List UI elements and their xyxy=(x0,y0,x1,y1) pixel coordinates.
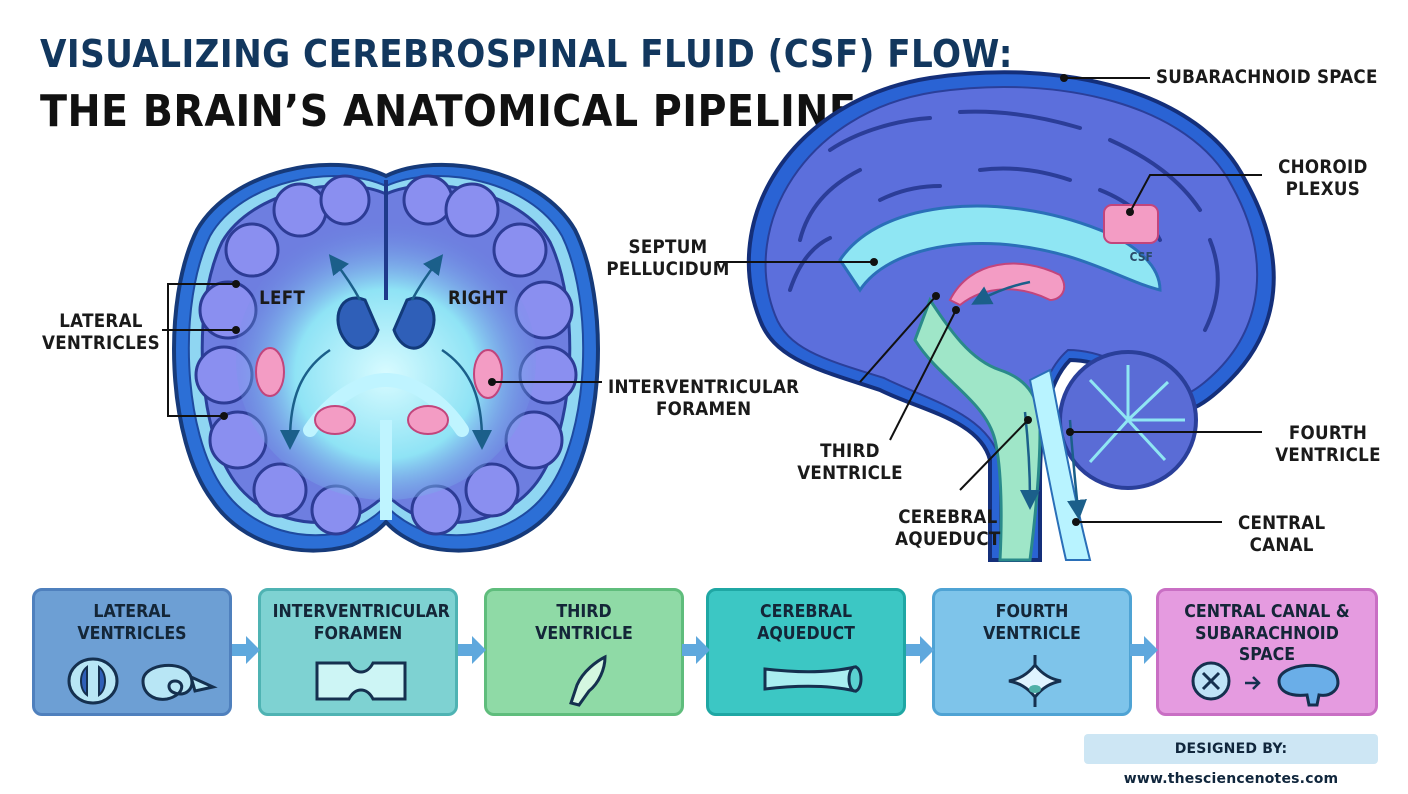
third-ventricle-icon xyxy=(569,654,607,707)
flow-arrow xyxy=(682,636,710,664)
cerebral-aqueduct-label: CEREBRAL AQUEDUCT xyxy=(895,506,1001,551)
csf-tag: CSF xyxy=(1129,250,1154,264)
foramen-icon xyxy=(315,661,407,701)
anatomy-illustration xyxy=(162,70,1276,562)
sagittal-brain xyxy=(746,70,1276,562)
flow-step-label: CENTRAL CANAL & SUBARACHNOID SPACE xyxy=(1184,601,1350,666)
right-side-label: RIGHT xyxy=(448,287,508,309)
designer-credit: DESIGNED BY: www.thesciencenotes.com xyxy=(1084,734,1378,787)
flow-arrow xyxy=(906,636,934,664)
flow-step-lateral-ventricles: LATERAL VENTRICLES xyxy=(32,588,232,716)
flow-step-central-canal-subarachnoid: CENTRAL CANAL & SUBARACHNOID SPACE xyxy=(1156,588,1378,716)
fourth-ventricle-label: FOURTH VENTRICLE xyxy=(1275,422,1381,467)
lateral-ventricles-icon xyxy=(67,657,218,705)
flow-arrow xyxy=(458,636,486,664)
third-ventricle-label: THIRD VENTRICLE xyxy=(797,440,903,485)
flow-step-cerebral-aqueduct: CEREBRAL AQUEDUCT xyxy=(706,588,906,716)
flow-arrow xyxy=(232,636,260,664)
choroid-plexus-label: CHOROID PLEXUS xyxy=(1278,156,1368,201)
central-canal-label: CENTRAL CANAL xyxy=(1237,512,1326,557)
title-line-2: THE BRAIN’S ANATOMICAL PIPELINE xyxy=(40,86,857,137)
interventricular-foramen-label: INTERVENTRICULAR FORAMEN xyxy=(608,376,800,421)
flow-arrow xyxy=(1130,636,1158,664)
title-line-1: VISUALIZING CEREBROSPINAL FLUID (CSF) FL… xyxy=(40,32,1013,76)
flow-step-label: CEREBRAL AQUEDUCT xyxy=(757,601,855,644)
aqueduct-icon xyxy=(763,665,863,693)
flow-step-third-ventricle: THIRD VENTRICLE xyxy=(484,588,684,716)
lateral-ventricles-label: LATERAL VENTRICLES xyxy=(42,310,160,355)
sagittal-leader-lines xyxy=(716,77,1262,523)
fourth-ventricle-icon xyxy=(1008,655,1062,707)
septum-pellucidum-label: SEPTUM PELLUCIDUM xyxy=(606,236,730,281)
coronal-brain xyxy=(172,162,600,553)
flow-step-label: THIRD VENTRICLE xyxy=(535,601,633,644)
coronal-leader-lines xyxy=(162,283,602,417)
subarachnoid-space-label: SUBARACHNOID SPACE xyxy=(1156,66,1378,88)
flow-step-label: FOURTH VENTRICLE xyxy=(983,601,1081,644)
flow-step-label: INTERVENTRICULAR FORAMEN xyxy=(272,601,450,644)
flow-step-fourth-ventricle: FOURTH VENTRICLE xyxy=(932,588,1132,716)
flow-step-label: LATERAL VENTRICLES xyxy=(77,601,187,644)
spinal-cord-to-brain-icon xyxy=(1191,661,1340,707)
flow-step-interventricular-foramen: INTERVENTRICULAR FORAMEN xyxy=(258,588,458,716)
left-side-label: LEFT xyxy=(259,287,306,309)
